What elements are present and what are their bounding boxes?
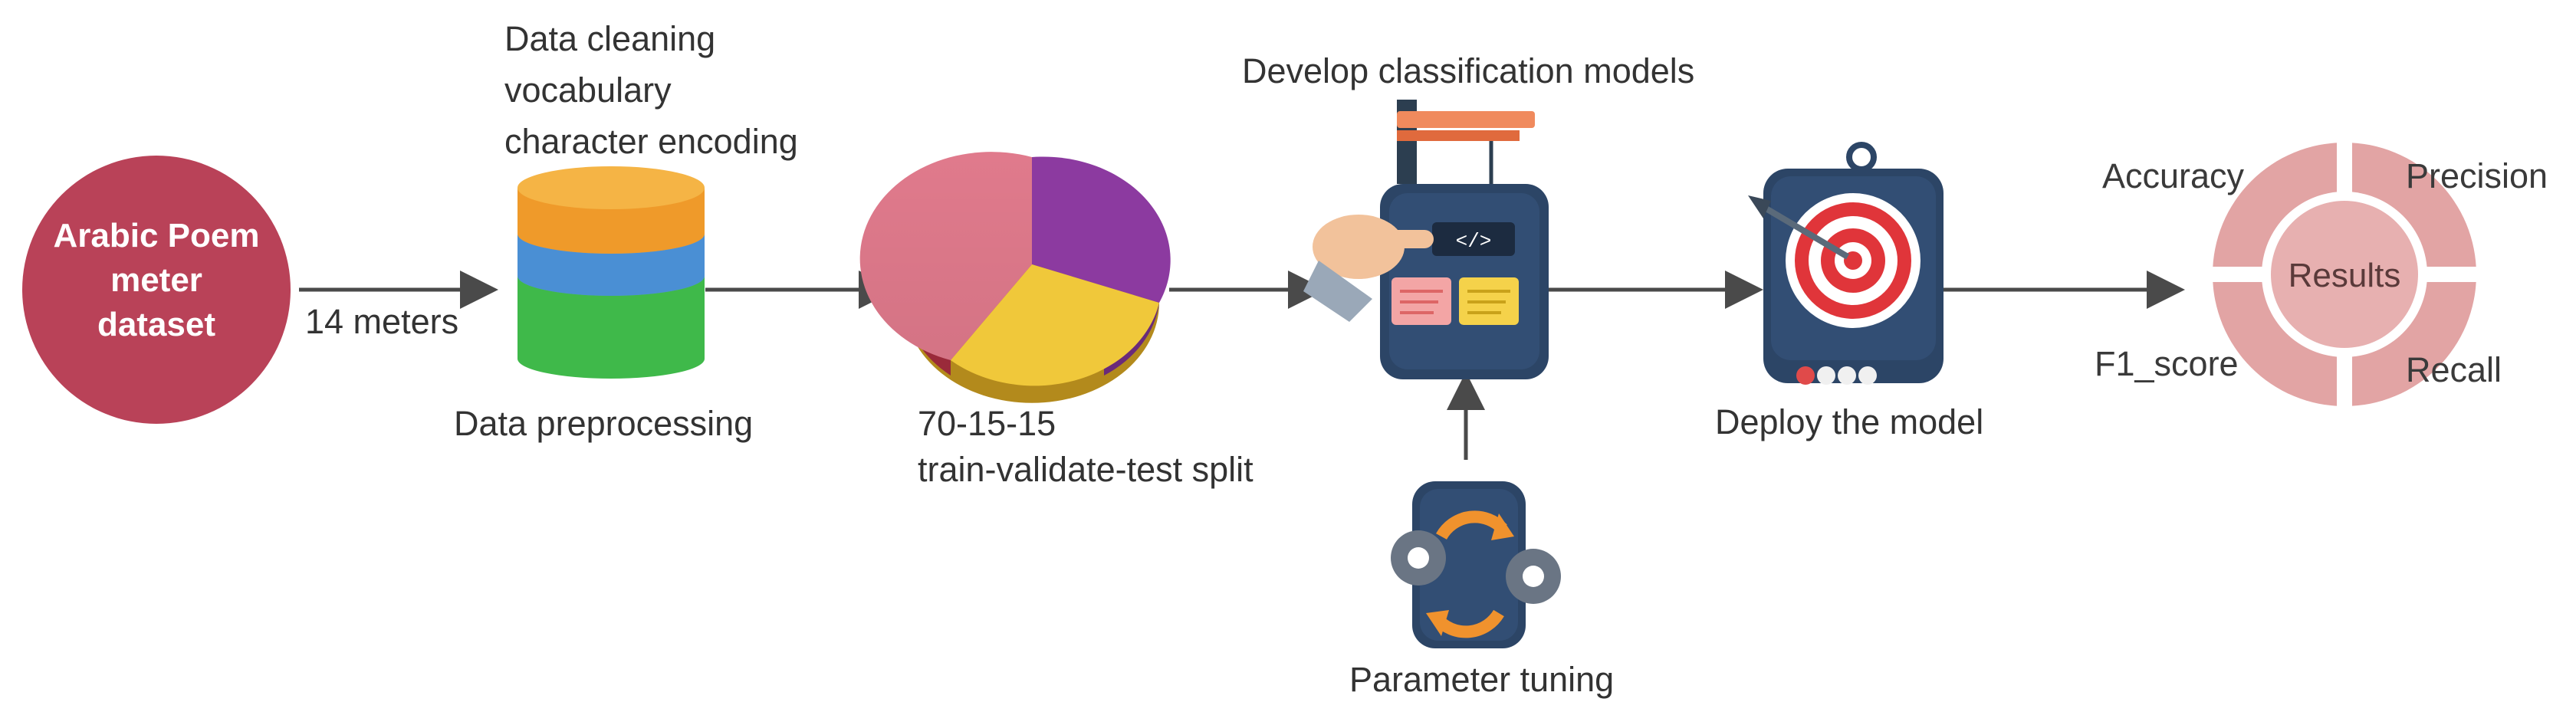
- database-icon: [518, 166, 705, 379]
- parameter-tuning-icon: [1391, 481, 1561, 648]
- model-development-icon: </>: [1303, 100, 1549, 379]
- dataset-label-line2: meter: [110, 261, 202, 299]
- gear-icon-left: [1391, 530, 1446, 586]
- split-caption: train-validate-test split: [918, 450, 1254, 489]
- code-tag-label: </>: [1456, 230, 1492, 253]
- deploy-caption: Deploy the model: [1715, 402, 1983, 441]
- metric-precision: Precision: [2406, 156, 2548, 195]
- models-caption: Develop classification models: [1242, 51, 1694, 90]
- metric-accuracy: Accuracy: [2102, 156, 2245, 195]
- tuning-caption: Parameter tuning: [1349, 660, 1614, 699]
- results-center-label: Results: [2288, 257, 2401, 294]
- edge-label-14-meters: 14 meters: [305, 302, 458, 341]
- pie-chart-icon: [859, 152, 1171, 403]
- split-ratio: 70-15-15: [918, 404, 1056, 443]
- preprocessing-step-vocabulary: vocabulary: [504, 71, 672, 110]
- dataset-label-line1: Arabic Poem: [54, 217, 260, 254]
- flow-arrows: [299, 271, 2185, 460]
- metric-f1-score: F1_score: [2095, 344, 2239, 383]
- gear-icon-right: [1506, 549, 1561, 604]
- preprocessing-step-character-encoding: character encoding: [504, 122, 798, 161]
- preprocessing-caption: Data preprocessing: [454, 404, 753, 443]
- results-center-circle: [2271, 201, 2418, 348]
- results-ring: Results: [2208, 138, 2484, 414]
- dataset-circle: [22, 156, 291, 424]
- dataset-label-line3: dataset: [97, 306, 215, 343]
- target-icon: [1748, 142, 1944, 385]
- preprocessing-step-data-cleaning: Data cleaning: [504, 19, 715, 58]
- dataset-node: Arabic Poem meter dataset: [22, 156, 291, 424]
- metric-recall: Recall: [2406, 350, 2502, 389]
